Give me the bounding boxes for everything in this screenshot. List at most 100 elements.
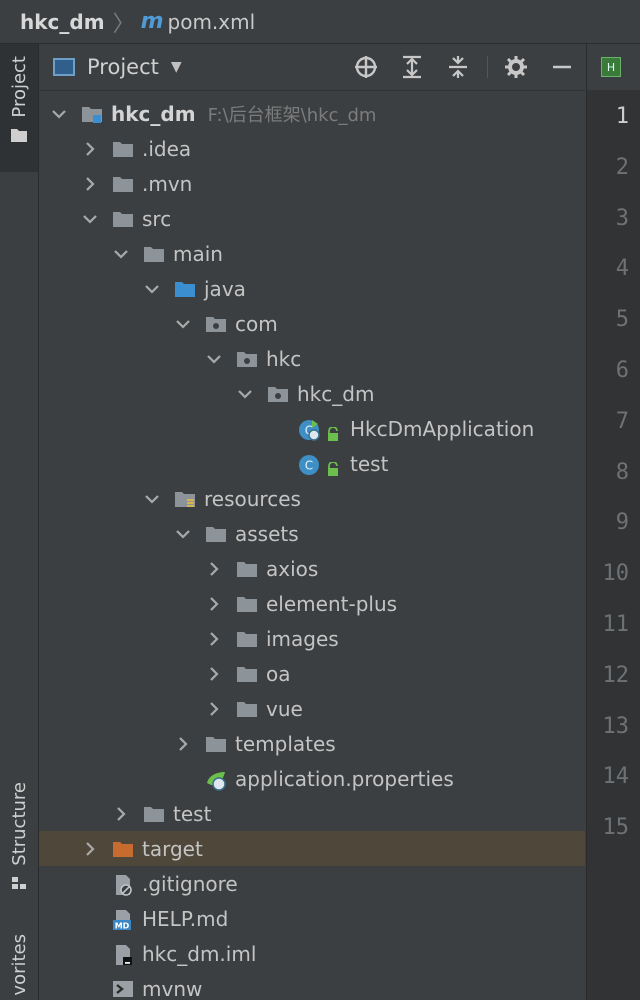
folder-icon [112,209,134,229]
svg-text:MD: MD [115,921,130,930]
tree-row[interactable]: com [39,306,585,341]
folder-icon [236,594,258,614]
tree-item-label: hkc_dm.iml [142,941,257,966]
tree-row[interactable]: axios [39,551,585,586]
folder-icon [112,174,134,194]
tree-item-label: templates [235,731,336,756]
line-number: 12 [602,662,630,688]
tree-row[interactable]: hkc_dm.iml [39,936,585,971]
chevron-down-icon[interactable] [235,384,255,404]
left-tool-strip: Project Structure vorites [0,44,39,1000]
tree-row[interactable]: images [39,621,585,656]
chevron-down-icon[interactable] [173,524,193,544]
line-number: 13 [602,713,630,739]
chevron-down-icon[interactable] [173,314,193,334]
collapse-all-icon[interactable] [445,54,471,80]
line-number: 14 [602,764,630,790]
lock-icon [326,457,340,476]
tree-row[interactable]: hkc_dm [39,376,585,411]
chevron-down-icon[interactable] [142,489,162,509]
breadcrumb-project[interactable]: hkc_dm [20,9,105,34]
expander-spacer [80,909,100,929]
tree-item-label: .gitignore [142,871,238,896]
chevron-down-icon[interactable] [111,244,131,264]
line-number: 2 [615,154,629,180]
chevron-right-icon[interactable] [173,734,193,754]
chevron-right-icon[interactable] [204,664,224,684]
line-number: 4 [615,256,629,282]
tab-project[interactable]: Project [0,44,38,172]
tree-item-label: .mvn [142,171,193,196]
chevron-down-icon[interactable] [49,104,69,124]
tree-item-label: hkc_dm [297,381,375,406]
breadcrumb-file[interactable]: pom.xml [167,9,256,34]
svg-text:C: C [305,458,313,472]
tree-row[interactable]: java [39,271,585,306]
editor-tab[interactable]: H [587,44,640,90]
tree-item-label: HELP.md [142,906,229,931]
tree-row[interactable]: .idea [39,131,585,166]
class-icon: C [298,454,320,475]
chevron-down-icon[interactable] [204,349,224,369]
tree-item-label: vue [266,696,303,721]
gear-icon[interactable] [503,54,529,80]
chevron-right-icon[interactable] [80,139,100,159]
folder-icon [143,244,165,264]
tab-structure[interactable]: Structure [0,782,38,912]
tree-row[interactable]: mvnw [39,971,585,1000]
chevron-down-icon[interactable]: ▼ [170,59,182,75]
header-divider [487,56,488,78]
tree-row[interactable]: .mvn [39,166,585,201]
expander-spacer [80,874,100,894]
tree-row[interactable]: vue [39,691,585,726]
svg-text:C: C [305,423,313,437]
markdown-file-icon: MD [112,909,134,930]
tree-item-label: assets [235,521,299,546]
tree-row[interactable]: .gitignore [39,866,585,901]
ignored-file-icon [112,874,134,896]
line-number: 1 [615,104,629,129]
hide-icon[interactable] [549,54,575,80]
chevron-right-icon[interactable] [204,559,224,579]
chevron-right-icon[interactable] [204,594,224,614]
line-number: 7 [615,408,629,434]
tree-row[interactable]: test [39,796,585,831]
tree-item-label: src [142,206,172,231]
tree-row[interactable]: oa [39,656,585,691]
folder-icon [11,128,27,142]
excluded-folder-icon [112,839,134,859]
chevron-down-icon[interactable] [142,279,162,299]
folder-icon [236,629,258,649]
chevron-down-icon[interactable] [80,209,100,229]
chevron-right-icon[interactable] [111,804,131,824]
chevron-right-icon[interactable] [204,629,224,649]
locate-icon[interactable] [353,54,379,80]
tree-row[interactable]: assets [39,516,585,551]
expander-spacer [80,979,100,999]
chevron-right-icon[interactable] [80,839,100,859]
tree-row[interactable]: resources [39,481,585,516]
tree-row[interactable]: templates [39,726,585,761]
tab-favorites[interactable]: vorites [0,934,38,1000]
tree-row[interactable]: MD HELP.md [39,901,585,936]
chevron-right-icon[interactable] [80,174,100,194]
script-file-icon [112,979,134,999]
tree-row[interactable]: src [39,201,585,236]
expand-all-icon[interactable] [399,54,425,80]
tab-favorites-label: vorites [8,934,30,996]
structure-icon [12,876,26,889]
panel-title[interactable]: Project [87,55,159,79]
tree-row[interactable]: target [39,831,585,866]
tree-row[interactable]: element-plus [39,586,585,621]
package-icon [267,384,289,404]
tree-row[interactable]: application.properties [39,761,585,796]
chevron-right-icon[interactable] [204,699,224,719]
tree-row[interactable]: hkc [39,341,585,376]
tree-row[interactable]: main [39,236,585,271]
tree-item-label: java [204,276,246,301]
line-number: 9 [615,510,629,536]
